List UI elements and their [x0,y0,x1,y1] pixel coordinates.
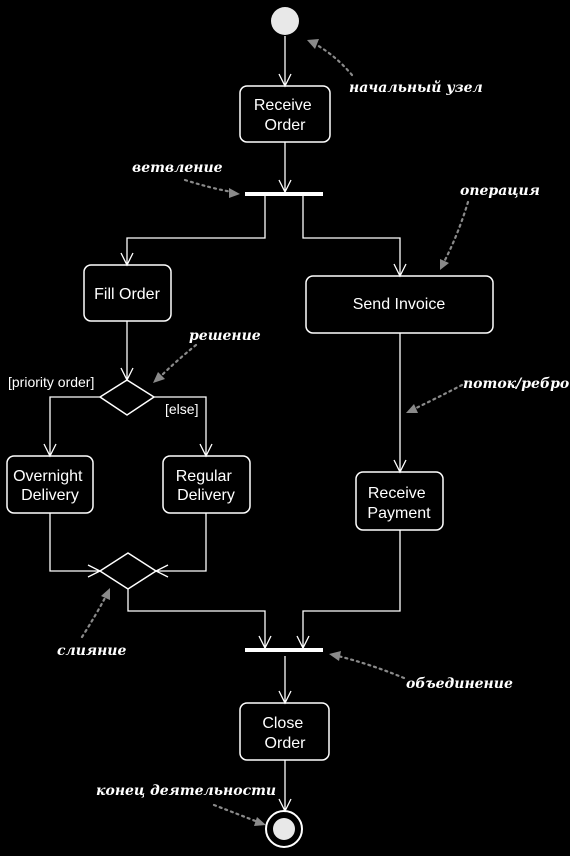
annotation-initial-node: начальный узел [349,79,483,96]
action-fill-order: Fill Order [83,264,172,322]
fill-order-label: Fill Order [94,286,160,303]
join-bar [245,648,323,652]
annotation-merge: слияние [57,643,126,659]
initial-node [271,7,299,35]
activity-final-node [265,810,303,848]
annotation-operation: операция [460,183,540,199]
send-invoice-label: Send Invoice [353,296,446,313]
fork-bar [245,192,323,196]
overnight-delivery-label: Overnight Delivery [13,468,87,504]
annotations: начальный узел ветвление операция решени… [57,39,569,826]
action-close-order: Close Order [239,702,330,761]
decision-node [98,379,156,416]
regular-delivery-label: Regular Delivery [176,468,236,504]
control-flows [43,36,407,813]
annotation-activity-final: конец деятельности [96,783,276,799]
guard-priority-order: [priority order] [8,374,94,390]
receive-payment-label: Receive Payment [367,485,431,522]
action-send-invoice: Send Invoice [305,275,494,334]
annotation-decision: решение [189,328,261,344]
annotation-fork: ветвление [132,160,223,176]
receive-order-label: Receive Order [254,97,316,134]
close-order-label: Close Order [262,715,307,752]
annotation-join: объединение [406,676,513,692]
action-receive-payment: Receive Payment [355,471,444,531]
action-regular-delivery: Regular Delivery [162,455,251,514]
action-receive-order: Receive Order [239,85,331,143]
annotation-flow-edge: поток/ребро [463,376,569,392]
action-overnight-delivery: Overnight Delivery [6,455,94,514]
guard-else: [else] [165,401,198,417]
merge-node [98,552,158,590]
